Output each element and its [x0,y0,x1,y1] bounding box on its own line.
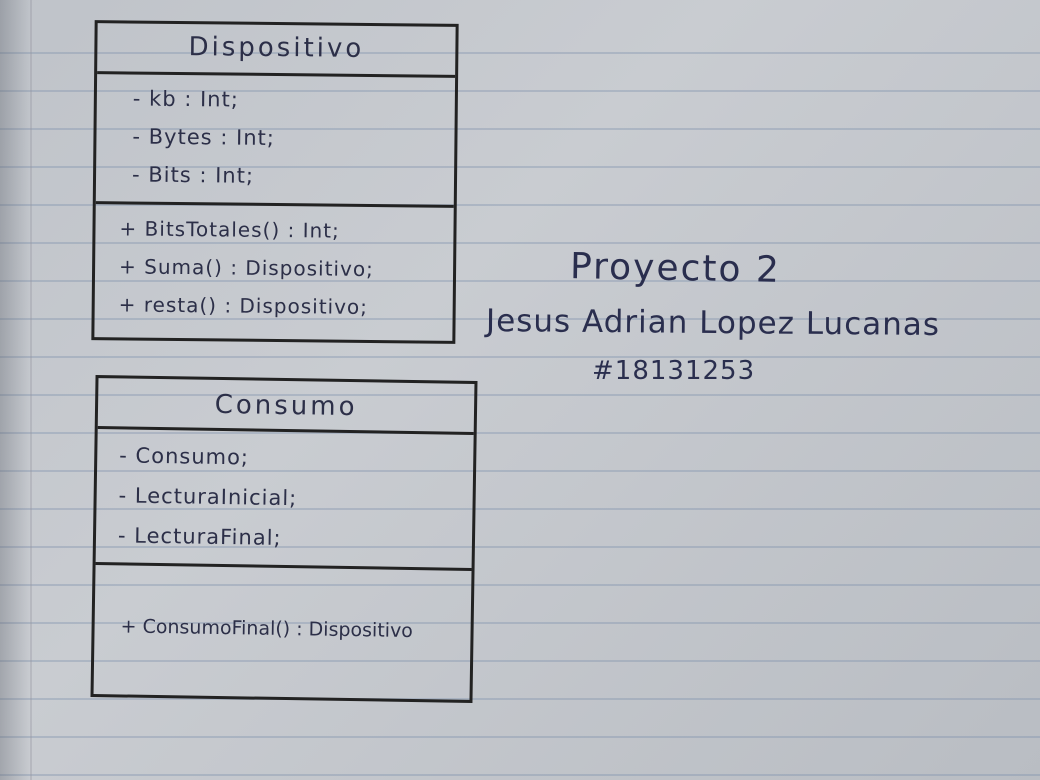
attribute-bits: - Bits : Int; [131,162,255,188]
attribute-kb: - kb : Int; [132,86,239,112]
attributes-section: - kb : Int; - Bytes : Int; - Bits : Int; [95,71,456,205]
class-name-section: Dispositivo [97,23,455,75]
class-name: Dispositivo [188,32,365,64]
attribute-lectura-inicial: - LecturaInicial; [118,483,298,511]
method-suma: + Suma() : Dispositivo; [118,254,375,282]
method-consumo-final: + ConsumoFinal() : Dispositivo [120,615,414,643]
method-bits-totales: + BitsTotales() : Int; [119,216,340,243]
methods-section: + BitsTotales() : Int; + Suma() : Dispos… [94,201,454,335]
class-name: Consumo [214,389,358,423]
methods-section: + ConsumoFinal() : Dispositivo [93,562,472,694]
method-resta: + resta() : Dispositivo; [118,292,369,319]
project-title: Proyecto 2 [569,246,782,291]
attribute-lectura-final: - LecturaFinal; [117,523,282,550]
class-name-section: Consumo [98,378,475,432]
attributes-section: - Consumo; - LecturaInicial; - LecturaFi… [95,426,474,568]
attribute-bytes: - Bytes : Int; [132,124,276,150]
page-shadow [0,0,30,780]
margin-line [30,0,32,780]
author-name: Jesus Adrian Lopez Lucanas [485,303,941,343]
student-id: #18131253 [592,356,756,386]
attribute-consumo: - Consumo; [119,443,250,470]
class-box-consumo: Consumo - Consumo; - LecturaInicial; - L… [90,375,478,703]
class-box-dispositivo: Dispositivo - kb : Int; - Bytes : Int; -… [91,20,459,344]
